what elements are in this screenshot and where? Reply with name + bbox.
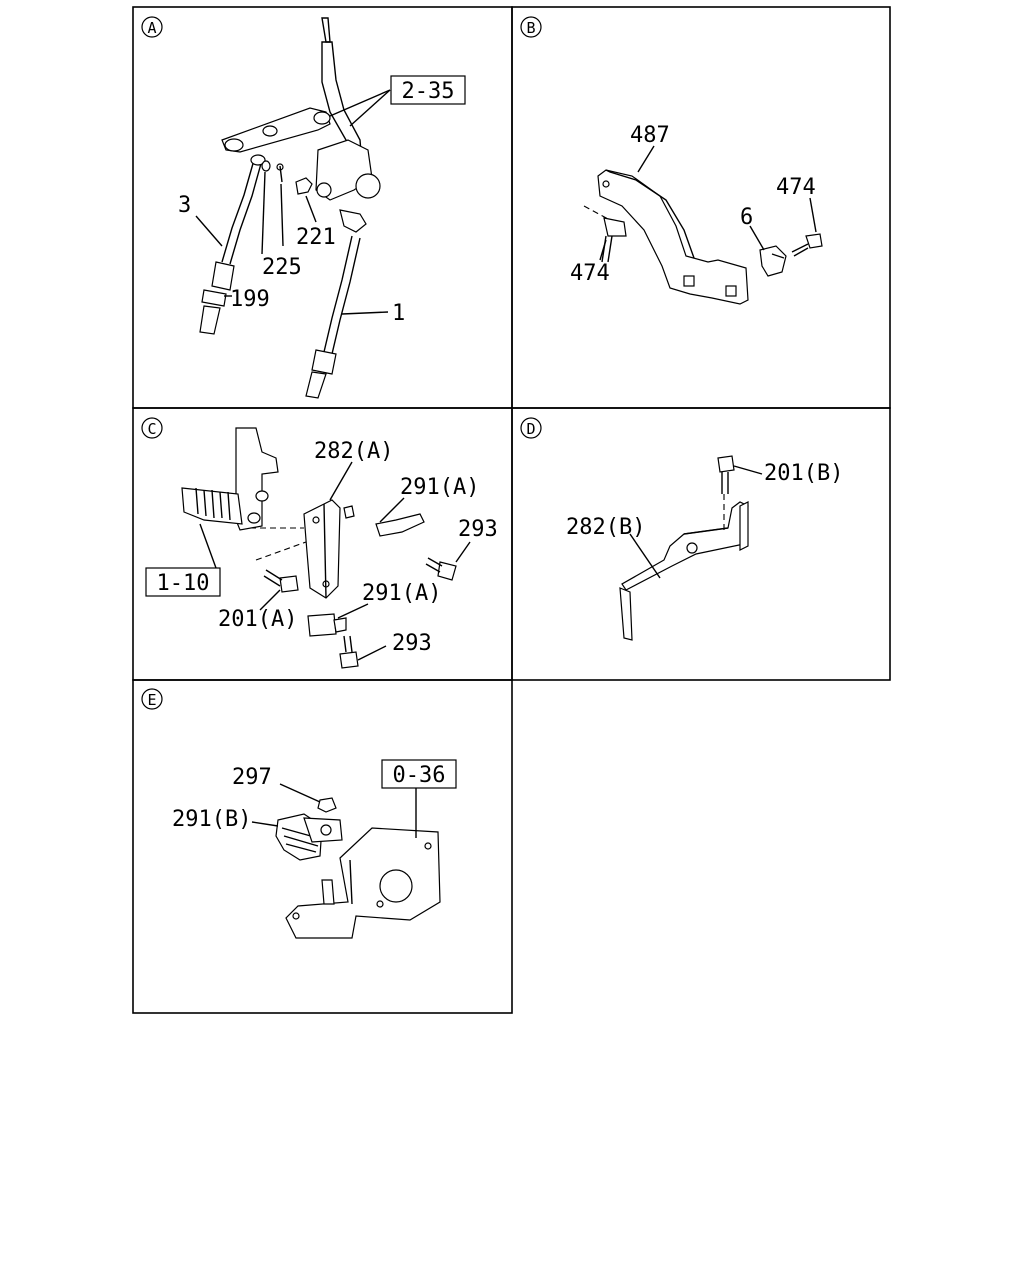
ref-box-1-10 bbox=[145, 567, 221, 597]
part-label: 291(A) bbox=[400, 475, 479, 500]
part-label: 221 bbox=[296, 225, 336, 250]
ref-label: 2-35 bbox=[402, 79, 455, 104]
ref-box-0-36 bbox=[381, 759, 457, 789]
part-label: 201(A) bbox=[218, 607, 297, 632]
panel-b-frame bbox=[511, 6, 891, 409]
panel-e-drawing bbox=[251, 783, 441, 939]
panel-b-letter: B bbox=[520, 16, 542, 38]
svg-text:A: A bbox=[147, 19, 156, 37]
part-label: 474 bbox=[776, 175, 816, 200]
part-label: 225 bbox=[262, 255, 302, 280]
part-label: 293 bbox=[392, 631, 432, 656]
part-label: 201(B) bbox=[764, 461, 843, 486]
part-label: 297 bbox=[232, 765, 272, 790]
part-label: 3 bbox=[178, 193, 191, 218]
part-label: 291(B) bbox=[172, 807, 251, 832]
panel-d-frame bbox=[511, 407, 891, 681]
svg-text:B: B bbox=[526, 19, 535, 37]
part-label: 474 bbox=[570, 261, 610, 286]
panel-d-labels: 201(B) 282(B) bbox=[566, 461, 843, 540]
panel-d-letter: D bbox=[520, 417, 542, 439]
svg-text:E: E bbox=[147, 691, 156, 709]
panel-b-labels: 487 474 6 474 bbox=[570, 123, 816, 286]
panel-a-drawing bbox=[195, 17, 391, 399]
panel-c-letter: C bbox=[141, 417, 163, 439]
part-label: 1 bbox=[392, 301, 405, 326]
ref-label: 1-10 bbox=[157, 571, 210, 596]
panel-e-letter: E bbox=[141, 688, 163, 710]
part-label: 282(B) bbox=[566, 515, 645, 540]
panel-frames bbox=[132, 6, 891, 1014]
panel-e-labels: 297 0-36 291(B) bbox=[172, 759, 457, 832]
panel-e-frame bbox=[132, 679, 513, 1014]
panel-c-labels: 282(A) 291(A) 293 1-10 201(A) 291(A) 293 bbox=[145, 439, 498, 656]
part-label: 6 bbox=[740, 205, 753, 230]
svg-text:D: D bbox=[526, 420, 535, 438]
svg-text:C: C bbox=[147, 420, 156, 438]
panel-a-letter: A bbox=[141, 16, 163, 38]
panel-b-drawing bbox=[583, 145, 823, 305]
part-label: 199 bbox=[230, 287, 270, 312]
part-label: 293 bbox=[458, 517, 498, 542]
panel-c-drawing bbox=[181, 427, 471, 669]
part-label: 291(A) bbox=[362, 581, 441, 606]
ref-box-2-35 bbox=[390, 75, 466, 105]
panel-a-labels: 2-35 3 225 221 199 1 bbox=[178, 75, 466, 326]
part-label: 487 bbox=[630, 123, 670, 148]
part-label: 282(A) bbox=[314, 439, 393, 464]
panel-d-drawing bbox=[619, 455, 763, 641]
ref-label: 0-36 bbox=[393, 763, 446, 788]
